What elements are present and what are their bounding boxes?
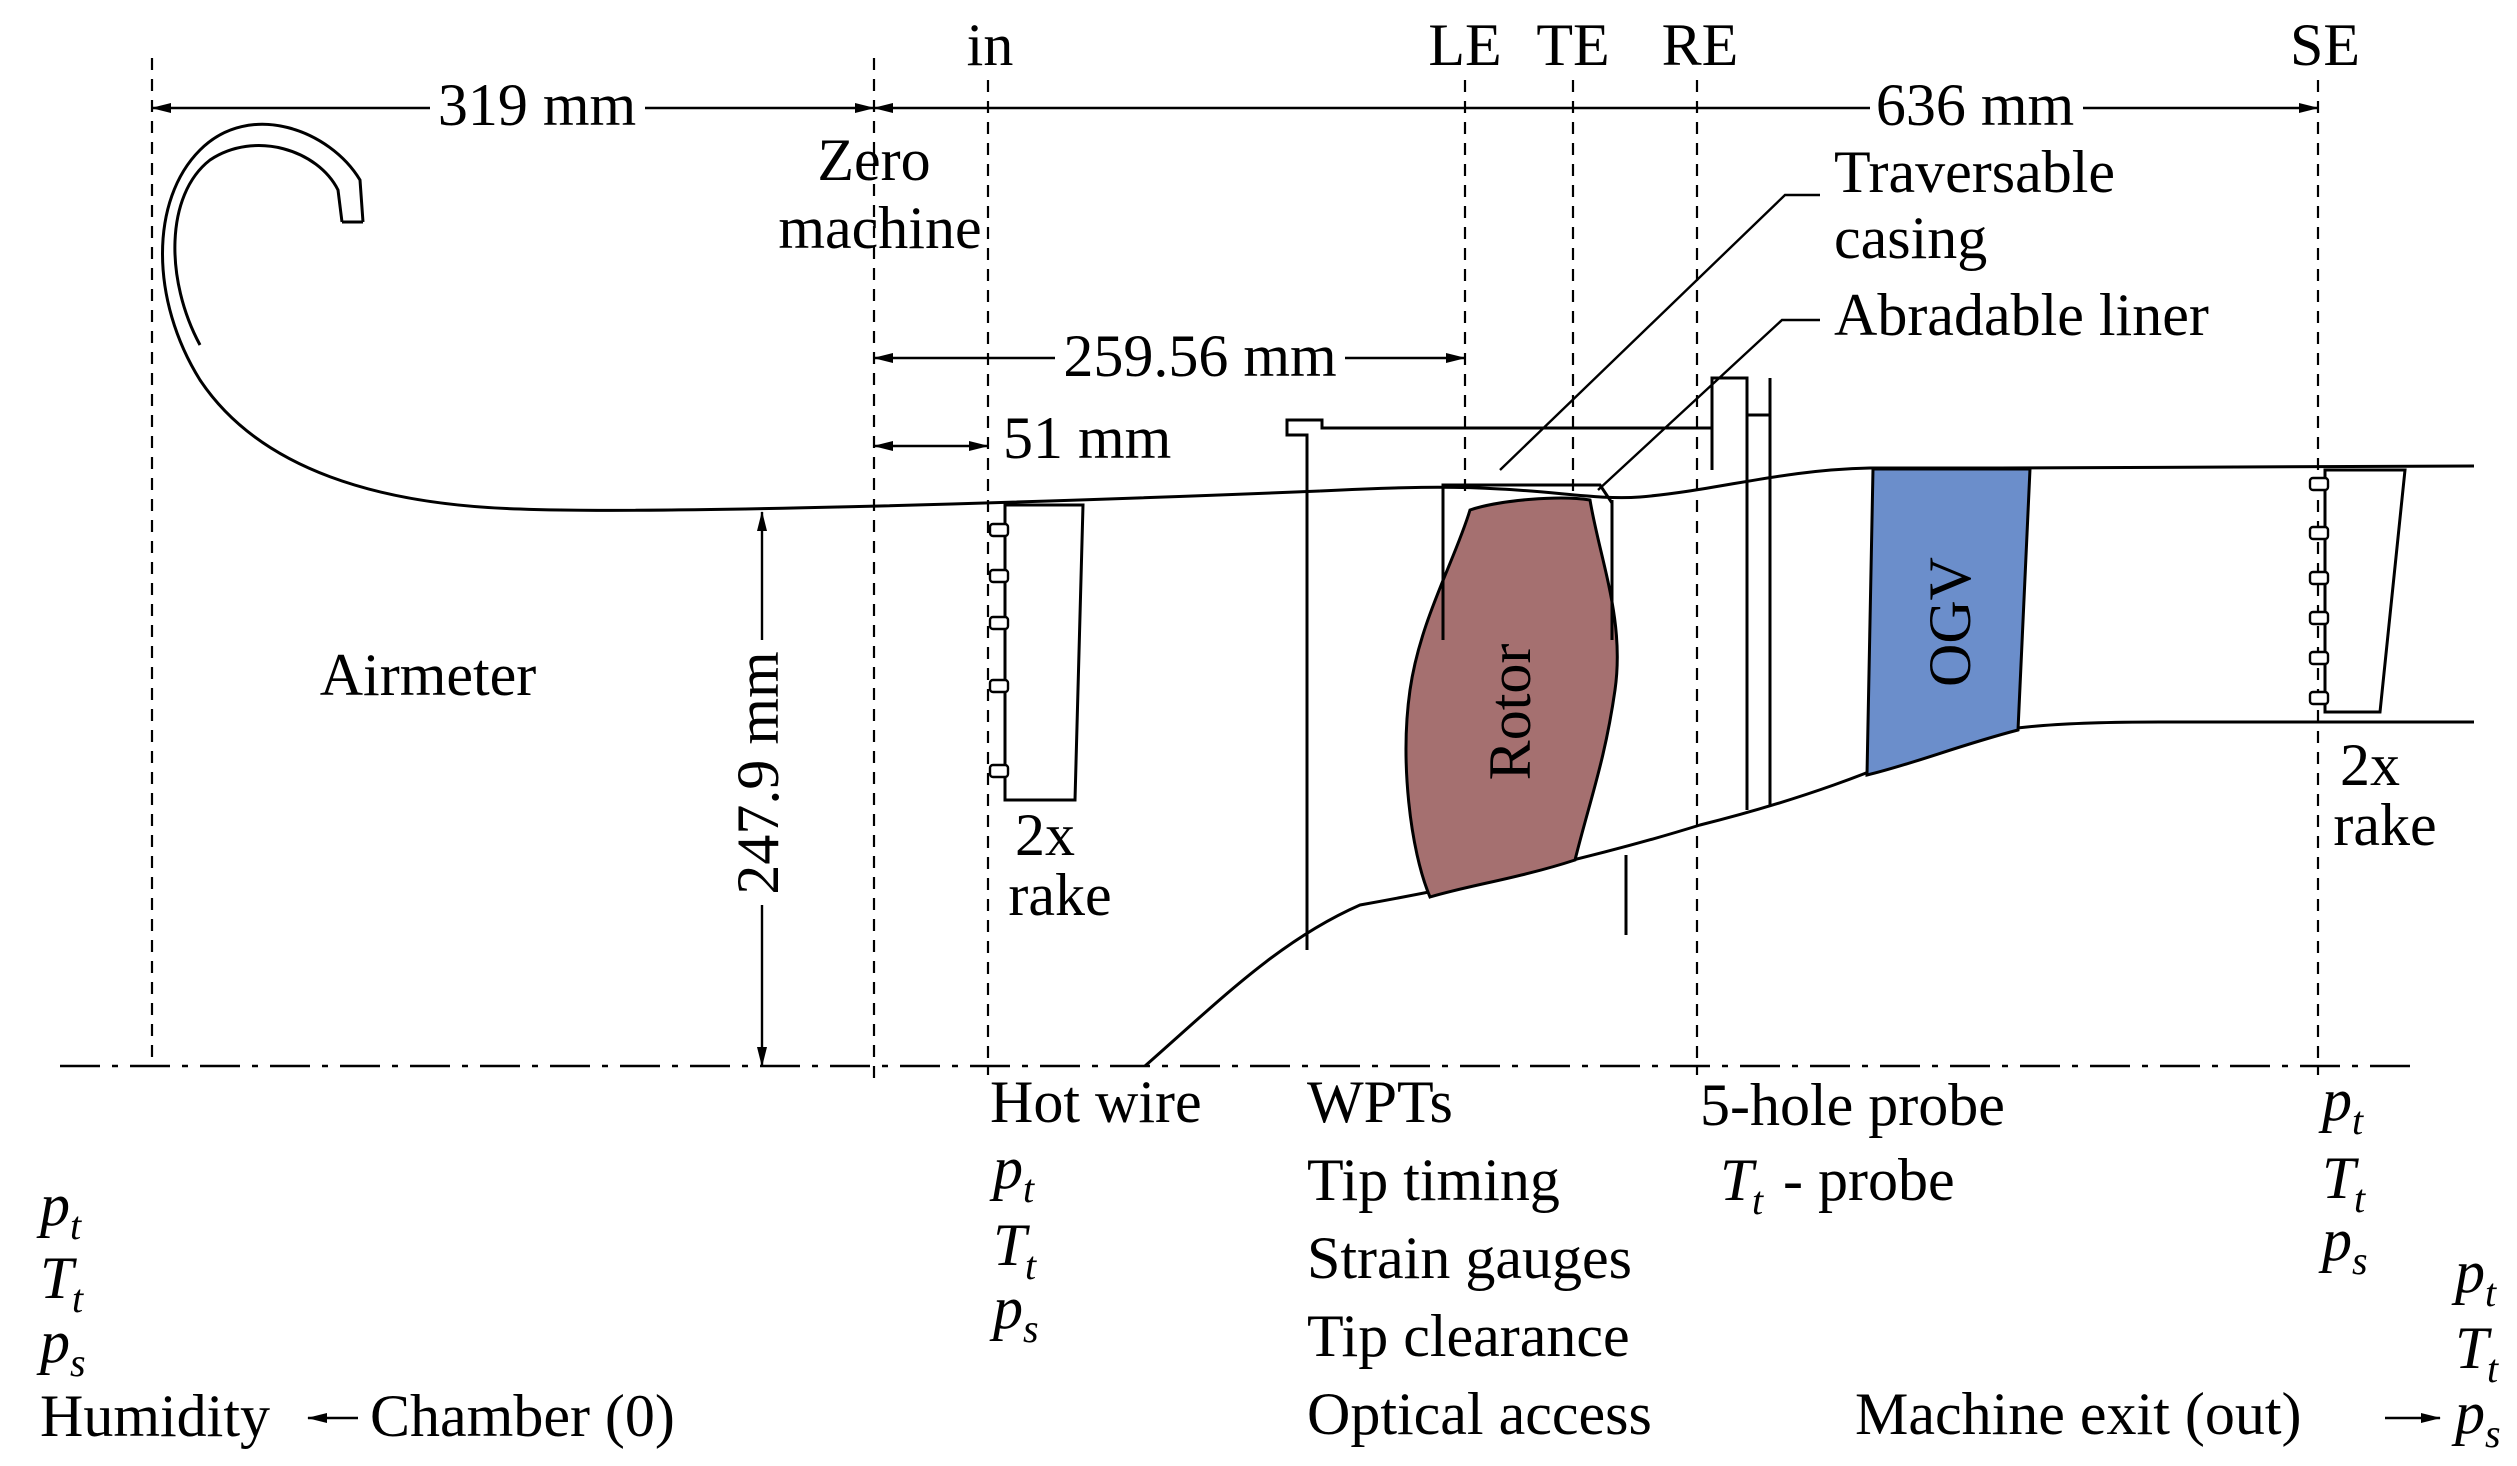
exit-rake-heads [2308, 476, 2330, 706]
symbol-subscript: t [2487, 1346, 2499, 1391]
symbol-base: p [2451, 1380, 2485, 1446]
symbol-base: p [36, 1172, 70, 1238]
tip-clearance-label: Tip clearance [1307, 1303, 1630, 1369]
symbol-base: T [993, 1212, 1030, 1278]
exit-rake-probe-head [2308, 570, 2330, 586]
se-tt-symbol: Tt [2322, 1145, 2366, 1221]
humidity-label: Humidity [40, 1383, 270, 1449]
symbol-base: p [2451, 1239, 2485, 1305]
inlet-rake-probe-head [988, 763, 1010, 779]
traversable-casing-label-2: casing [1834, 205, 1987, 271]
traversable-leader [1499, 193, 1820, 471]
exit-tt-symbol: Tt [2455, 1315, 2499, 1391]
symbol-subscript: s [1023, 1306, 1039, 1351]
symbol-base: p [2318, 1067, 2352, 1133]
dim-319-label: 319 mm [438, 72, 636, 138]
symbol-base: p [989, 1135, 1023, 1201]
tip-timing-label: Tip timing [1307, 1147, 1560, 1213]
airmeter-label: Airmeter [320, 642, 537, 708]
traversable-casing-label-1: Traversable [1834, 139, 2115, 205]
dim-51-label: 51 mm [1003, 405, 1171, 471]
symbol-subscript: t [2485, 1270, 2497, 1315]
symbol-subscript: s [2352, 1238, 2368, 1283]
symbol-base: p [2318, 1207, 2352, 1273]
station-re: RE [1662, 12, 1739, 78]
inlet-rake-label-1: 2x [1015, 802, 1075, 868]
casing-frame [1285, 376, 1749, 950]
symbol-subscript: t [70, 1203, 82, 1248]
symbol-base: T [1720, 1147, 1757, 1213]
exit-rake-probe-head [2308, 610, 2330, 626]
tt-probe-label: Tt - probe [1720, 1147, 1955, 1223]
station-se: SE [2290, 12, 2360, 78]
station-in: in [967, 12, 1014, 78]
exit-rake-probe-head [2308, 690, 2330, 706]
symbol-subscript: t [1025, 1243, 1037, 1288]
inlet-rake-body [1003, 503, 1085, 802]
five-hole-probe-label: 5-hole probe [1700, 1072, 2005, 1138]
ogv-blade [1865, 467, 2032, 777]
zero-machine-label-2: machine [778, 195, 981, 261]
optical-access-label: Optical access [1307, 1381, 1652, 1447]
exit-rake-label-1: 2x [2340, 732, 2400, 798]
abradable-leader [1597, 318, 1820, 491]
symbol-subscript: s [2485, 1411, 2501, 1456]
inlet-rake-probe-head [988, 522, 1010, 538]
casing-line [1319, 464, 2475, 500]
exit-rake-label-2: rake [2333, 792, 2436, 858]
symbol-subscript: t [2354, 1176, 2366, 1221]
symbol-subscript: t [1023, 1166, 1035, 1211]
inlet-rake-heads [988, 522, 1010, 779]
dim-247-label: 247.9 mm [725, 651, 791, 894]
ogv-label: OGV [1917, 557, 1983, 687]
zero-machine-label-1: Zero [817, 127, 930, 193]
inlet-rake-probe-head [988, 678, 1010, 694]
strain-gauges-label: Strain gauges [1307, 1225, 1632, 1291]
symbol-subscript: t [2352, 1098, 2364, 1143]
chamber-label: Chamber (0) [370, 1383, 675, 1449]
exit-rake-body [2323, 468, 2407, 714]
dim-259-label: 259.56 mm [1063, 323, 1336, 389]
exit-rake-probe-head [2308, 650, 2330, 666]
symbol-subscript: t [1752, 1178, 1764, 1223]
symbol-base: p [36, 1309, 70, 1375]
airmeter-bellmouth-outer [161, 122, 1321, 512]
rotor-label: Rotor [1477, 644, 1543, 781]
in-tt-symbol: Tt [993, 1212, 1037, 1288]
symbol-base: T [2322, 1145, 2359, 1211]
chamber-tt-symbol: Tt [40, 1245, 84, 1321]
symbol-base: T [40, 1245, 77, 1311]
hot-wire-label: Hot wire [990, 1069, 1202, 1135]
tt-probe-suffix: - probe [1768, 1147, 1955, 1213]
symbol-base: T [2455, 1315, 2492, 1381]
inlet-rake-label-2: rake [1008, 862, 1111, 928]
rotor-blade [1404, 496, 1619, 899]
exit-rake-probe-head [2308, 525, 2330, 541]
symbol-subscript: t [72, 1276, 84, 1321]
dim-636-label: 636 mm [1876, 72, 2074, 138]
station-le: LE [1428, 12, 1501, 78]
station-te: TE [1536, 12, 1609, 78]
inlet-rake-probe-head [988, 615, 1010, 631]
machine-exit-label: Machine exit (out) [1855, 1381, 2302, 1447]
symbol-base: p [989, 1275, 1023, 1341]
airmeter-bellmouth-inner [173, 144, 344, 346]
hub-line [1144, 720, 2474, 1068]
wpts-label: WPTs [1307, 1069, 1453, 1135]
symbol-subscript: s [70, 1340, 86, 1385]
exit-rake-probe-head [2308, 476, 2330, 492]
inlet-rake-probe-head [988, 568, 1010, 584]
abradable-liner-label: Abradable liner [1834, 282, 2209, 348]
